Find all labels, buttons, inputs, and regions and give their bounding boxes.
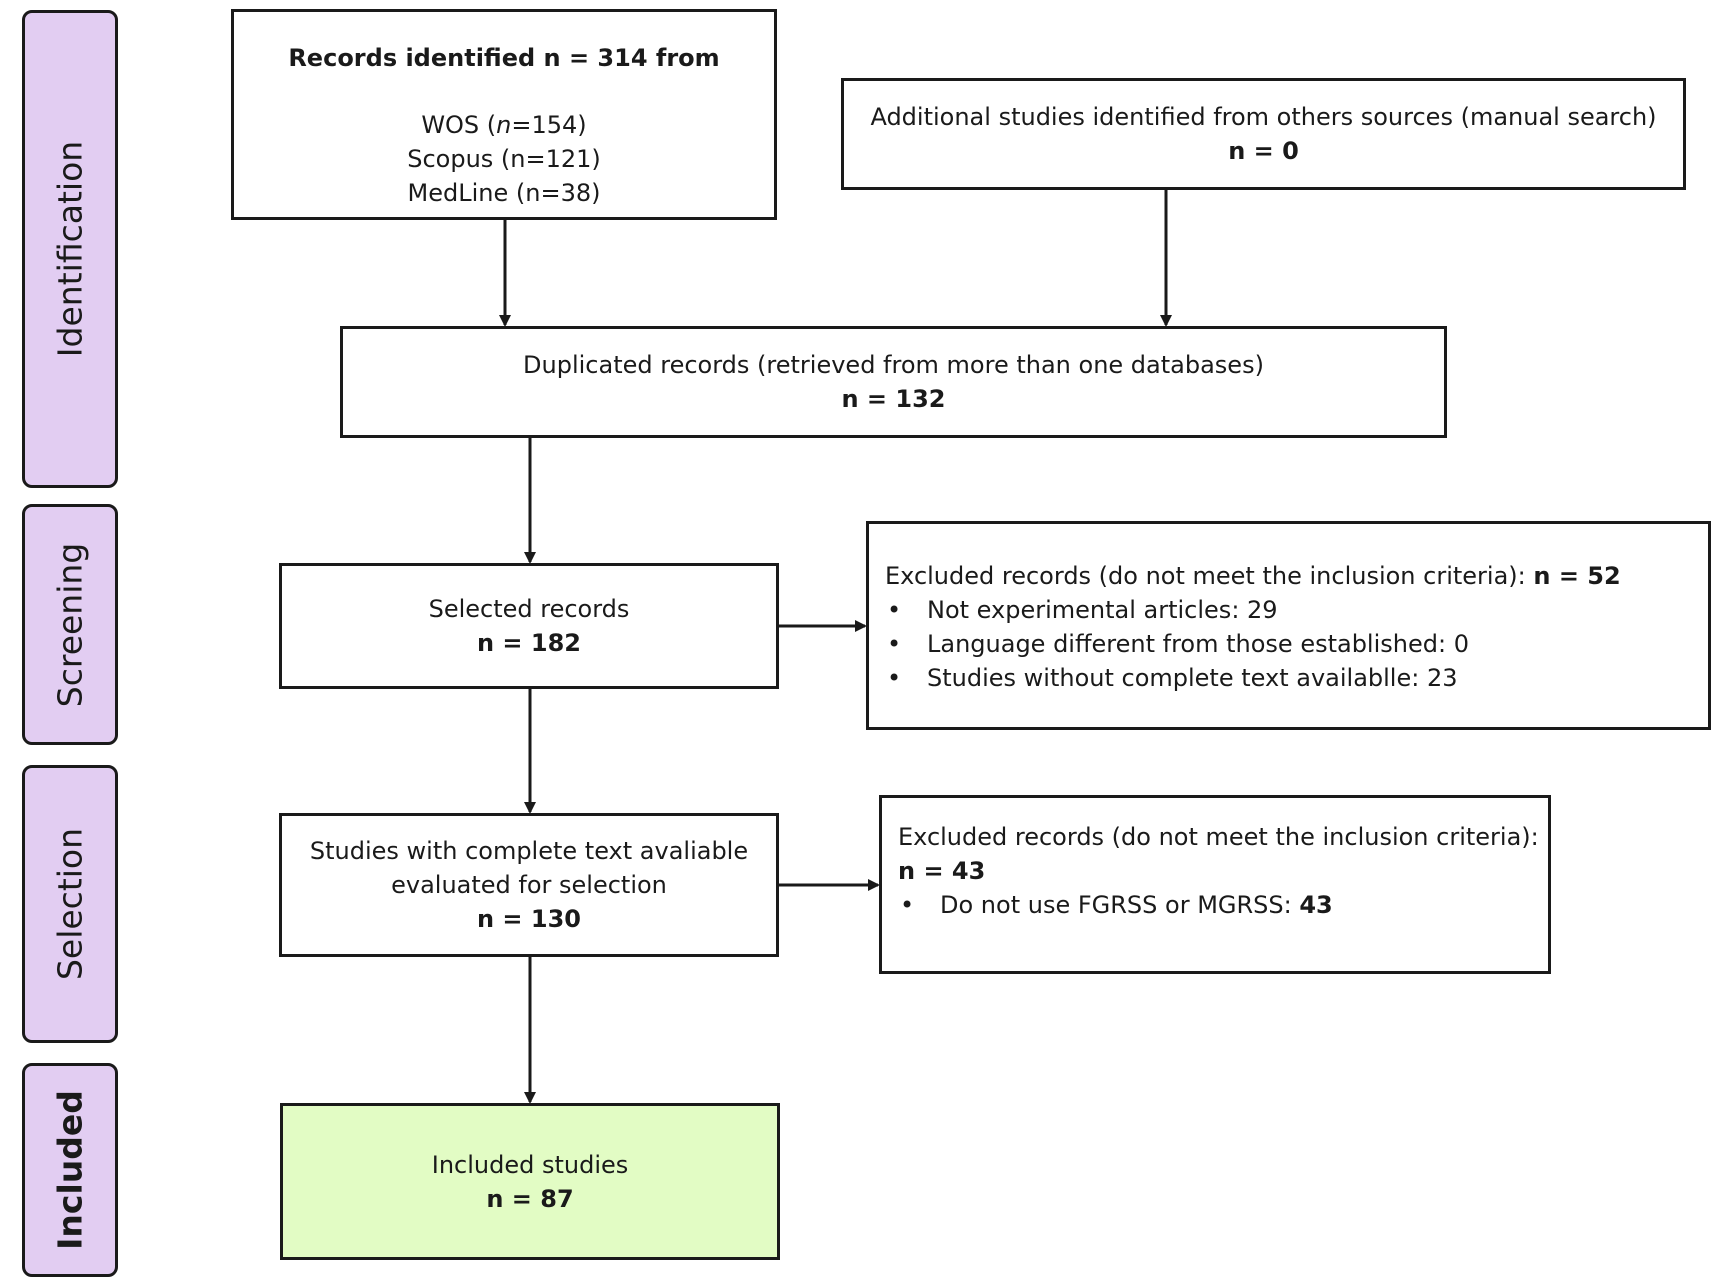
additional-studies-text: Additional studies identified from other… <box>870 103 1657 131</box>
stage-included: Included <box>22 1063 118 1277</box>
excluded-selection-title: Excluded records (do not meet the inclus… <box>898 823 1539 851</box>
duplicated-records-text: Duplicated records (retrieved from more … <box>523 351 1264 379</box>
list-item: •Language different from those establish… <box>887 630 1469 658</box>
fulltext-studies-box: Studies with complete text avaliable eva… <box>279 813 779 957</box>
duplicated-records-count: n = 132 <box>841 385 946 413</box>
included-studies-count: n = 87 <box>486 1184 574 1213</box>
fulltext-line-2: evaluated for selection <box>391 871 667 899</box>
scopus-count: Scopus (n=121) <box>407 145 601 173</box>
fulltext-count: n = 130 <box>476 905 581 933</box>
stage-screening: Screening <box>22 504 118 745</box>
selected-records-count: n = 182 <box>476 629 581 657</box>
medline-count: MedLine (n=38) <box>407 179 601 207</box>
excluded-selection-list: •Do not use FGRSS or MGRSS: 43 <box>898 888 1539 922</box>
selected-records-box: Selected records n = 182 <box>279 563 779 689</box>
additional-studies-box: Additional studies identified from other… <box>841 78 1686 190</box>
records-identified-box: Records identified n = 314 from WOS (n=1… <box>231 9 777 220</box>
excluded-selection-count: n = 43 <box>898 857 986 885</box>
list-item: •Studies without complete text availabll… <box>887 664 1458 692</box>
stage-identification: Identification <box>22 10 118 488</box>
included-studies-box: Included studies n = 87 <box>280 1103 780 1260</box>
excluded-screening-box: Excluded records (do not meet the inclus… <box>866 521 1711 730</box>
included-studies-text: Included studies <box>431 1150 629 1179</box>
records-identified-title: Records identified n = 314 from <box>288 44 720 72</box>
list-item: •Not experimental articles: 29 <box>887 596 1278 624</box>
stage-selection: Selection <box>22 765 118 1043</box>
excluded-screening-list: •Not experimental articles: 29 •Language… <box>885 593 1621 695</box>
duplicated-records-box: Duplicated records (retrieved from more … <box>340 326 1447 438</box>
wos-count: WOS (n=154) <box>421 111 587 139</box>
excluded-selection-box: Excluded records (do not meet the inclus… <box>879 795 1551 974</box>
selected-records-text: Selected records <box>428 595 630 623</box>
excluded-screening-count: n = 52 <box>1533 562 1621 590</box>
excluded-screening-title: Excluded records (do not meet the inclus… <box>885 562 1621 590</box>
list-item: •Do not use FGRSS or MGRSS: 43 <box>900 891 1333 919</box>
fulltext-line-1: Studies with complete text avaliable <box>309 837 749 865</box>
additional-studies-count: n = 0 <box>1228 137 1299 165</box>
